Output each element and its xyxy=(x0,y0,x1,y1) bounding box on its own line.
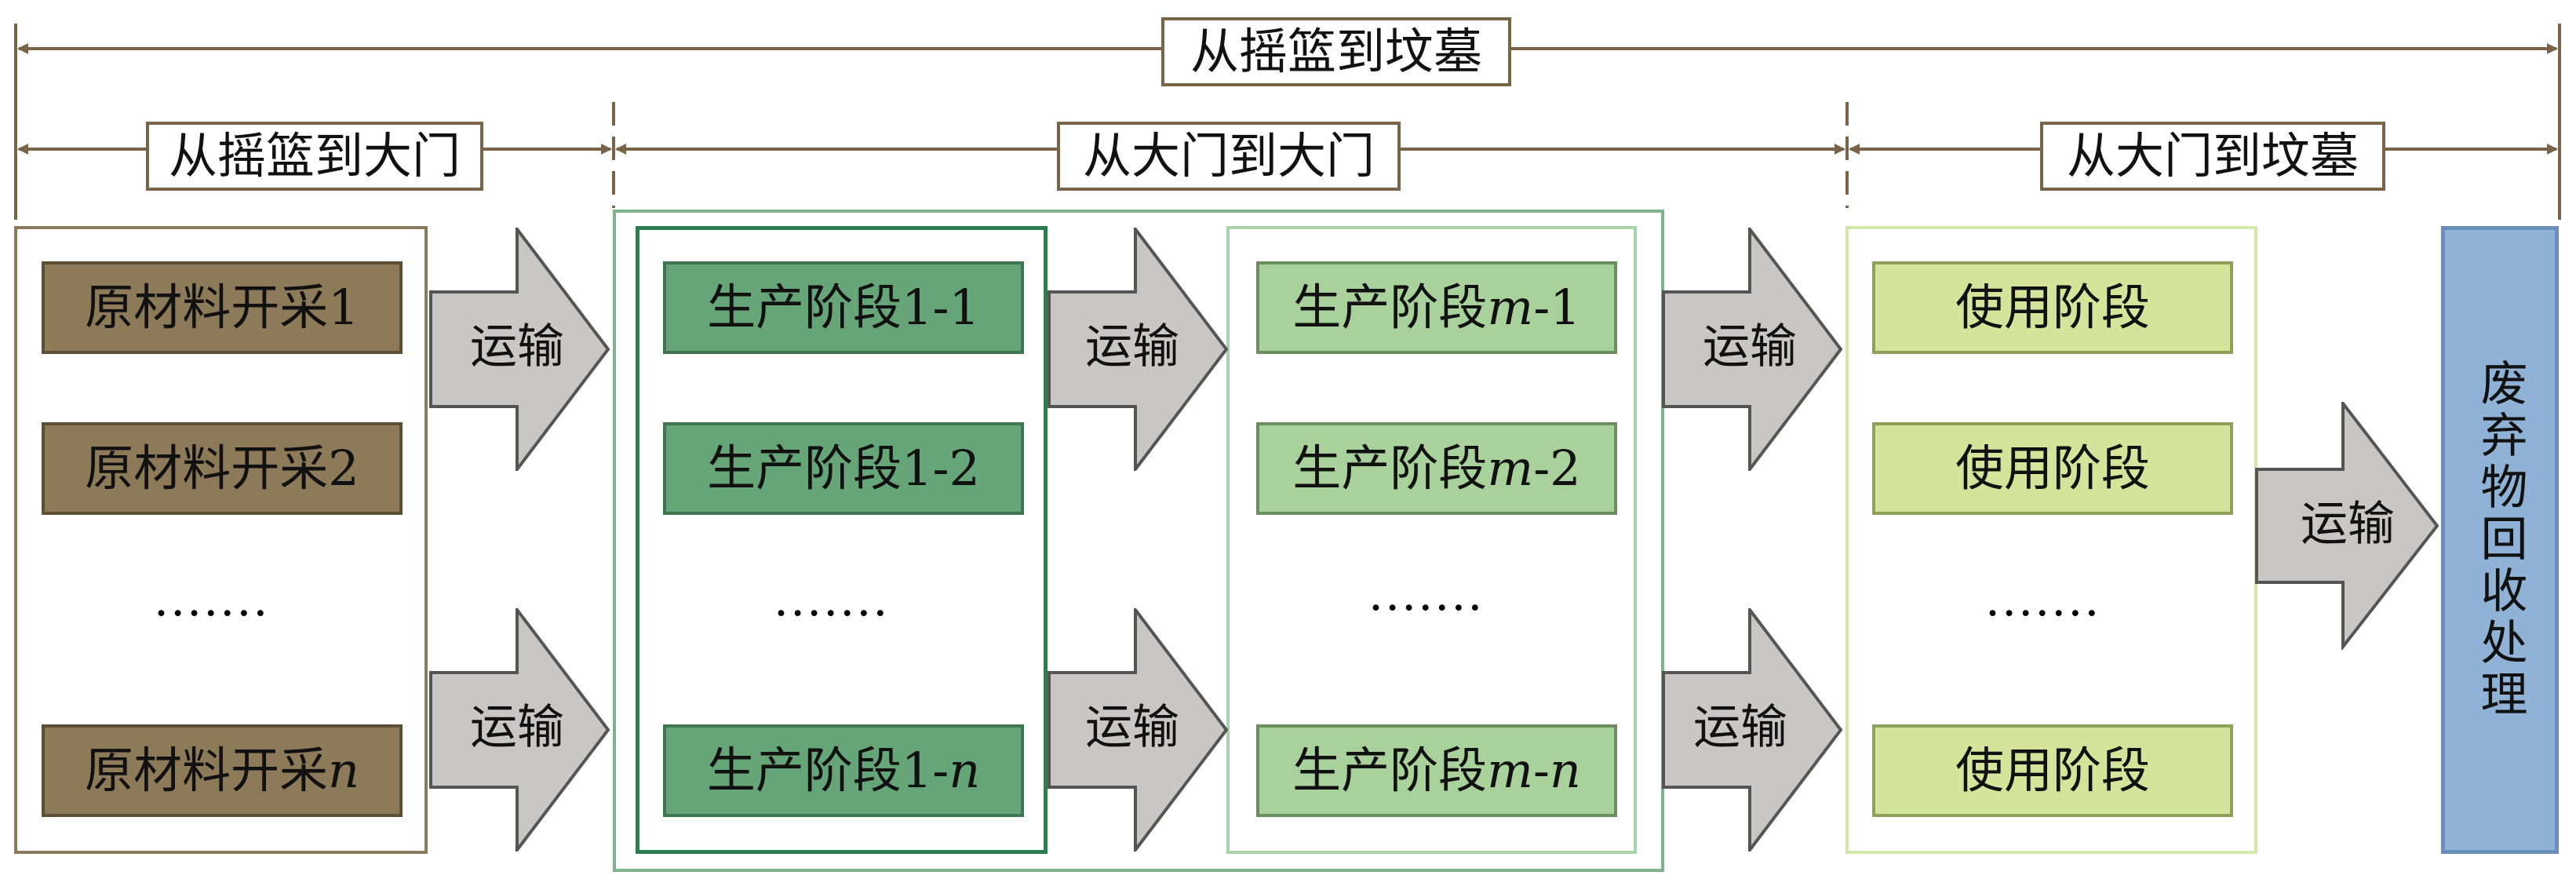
production-m-group xyxy=(1226,226,1637,854)
gate-to-grave-label: 从大门到坟墓 xyxy=(2040,122,2385,191)
transport-arrow-1b: 运输 xyxy=(429,608,611,852)
gate-to-gate-label: 从大门到大门 xyxy=(1057,122,1401,191)
use-ellipsis: ······· xyxy=(1985,586,2101,641)
use-stage-2: 使用阶段 xyxy=(1872,422,2233,515)
transport-arrow-2a: 运输 xyxy=(1048,228,1230,471)
production-m-ellipsis: ······· xyxy=(1368,581,1485,636)
transport-arrow-2b: 运输 xyxy=(1048,608,1230,852)
production-1-n: 生产阶段1-n xyxy=(663,724,1024,817)
transport-arrow-3a: 运输 xyxy=(1662,228,1844,471)
gate-to-gate-group xyxy=(613,210,1664,872)
cradle-to-grave-label: 从摇篮到坟墓 xyxy=(1161,17,1511,86)
transport-arrow-1a: 运输 xyxy=(429,228,611,471)
production-1-group xyxy=(636,226,1048,854)
raw-ellipsis: ······· xyxy=(154,586,270,641)
transport-arrow-3b: 运输 xyxy=(1662,608,1844,852)
raw-material-1: 原材料开采1 xyxy=(42,261,403,354)
production-1-1: 生产阶段1-1 xyxy=(663,261,1024,354)
cradle-to-gate-label: 从摇篮到大门 xyxy=(146,122,483,191)
production-1-ellipsis: ······· xyxy=(774,586,890,641)
raw-material-group xyxy=(14,226,428,854)
transport-arrow-4: 运输 xyxy=(2255,402,2440,650)
use-stage-1: 使用阶段 xyxy=(1872,261,2233,354)
waste-recycling-box: 废弃物回收处理 xyxy=(2441,226,2559,854)
use-stage-n: 使用阶段 xyxy=(1872,724,2233,817)
raw-material-2: 原材料开采2 xyxy=(42,422,403,515)
production-1-2: 生产阶段1-2 xyxy=(663,422,1024,515)
